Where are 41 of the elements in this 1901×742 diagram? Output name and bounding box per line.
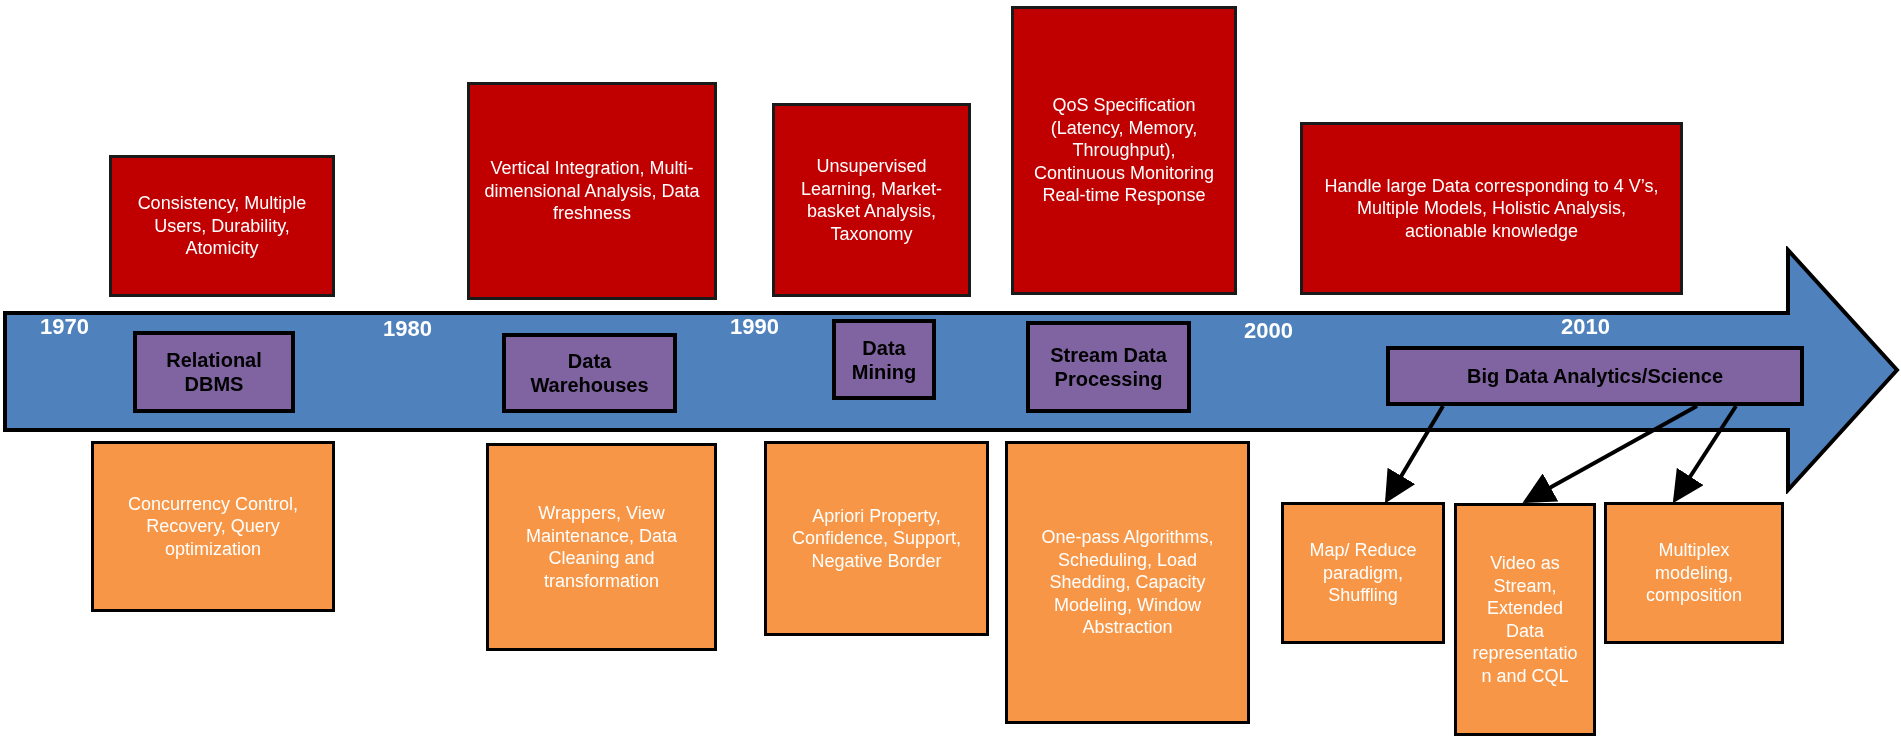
era-box: [1026, 321, 1191, 413]
box-text: Data Warehouses: [529, 349, 650, 397]
box-text: Map/ Reduce paradigm, Shuffling: [1308, 539, 1418, 607]
box-text: Vertical Integration, Multi-dimensional Analysis, Data freshness: [483, 157, 701, 225]
technique-box: [1454, 503, 1596, 736]
box-text: Multiplex modeling, composition: [1644, 539, 1743, 607]
year-label: 2010: [1561, 316, 1610, 338]
box-text: Unsupervised Learning, Market-basket Analysis, Taxonomy: [799, 155, 944, 245]
box-text: QoS Specification (Latency, Memory, Throughput), Continuous Monitoring Real-time Response: [1032, 94, 1216, 207]
box-text: Apriori Property, Confidence, Support, Negative Border: [790, 504, 963, 573]
technique-box: [764, 441, 989, 636]
era-box: [502, 333, 677, 413]
box-text: Relational DBMS: [165, 348, 263, 396]
technique-box: [1604, 502, 1784, 644]
requirement-box: [109, 155, 335, 297]
box-text: Video as Stream, Extended Data representation and CQL: [1471, 552, 1579, 687]
year-label: 1970: [40, 316, 89, 338]
year-label: 1990: [730, 316, 779, 338]
box-text: Data Mining: [850, 335, 918, 384]
technique-box: [486, 443, 717, 651]
technique-box: [1005, 441, 1250, 724]
box-text: Concurrency Control, Recovery, Query optimization: [126, 492, 300, 561]
technique-box: [91, 441, 335, 612]
box-text: Wrappers, View Maintenance, Data Cleaning and transformation: [524, 502, 679, 592]
year-label: 2000: [1244, 320, 1293, 342]
year-label: 1980: [383, 318, 432, 340]
box-text: Consistency, Multiple Users, Durability, Atomicity: [136, 192, 308, 260]
box-text: Stream Data Processing: [1049, 343, 1168, 391]
requirement-box: [772, 103, 971, 297]
era-box: [1386, 346, 1804, 406]
requirement-box: [467, 82, 717, 300]
technique-box: [1281, 502, 1445, 644]
requirement-box: [1300, 122, 1683, 295]
box-text: One-pass Algorithms, Scheduling, Load Shedding, Capacity Modeling, Window Abstraction: [1040, 526, 1215, 639]
box-text: Handle large Data corresponding to 4 V’s, Multiple Models, Holistic Analysis, actionable knowledge: [1323, 174, 1660, 243]
arrow: [1522, 404, 1698, 503]
box-text: Big Data Analytics/Science: [1466, 364, 1724, 388]
requirement-box: [1011, 6, 1237, 295]
era-box: [133, 331, 295, 413]
era-box: [832, 319, 936, 400]
arrow: [1672, 404, 1738, 504]
